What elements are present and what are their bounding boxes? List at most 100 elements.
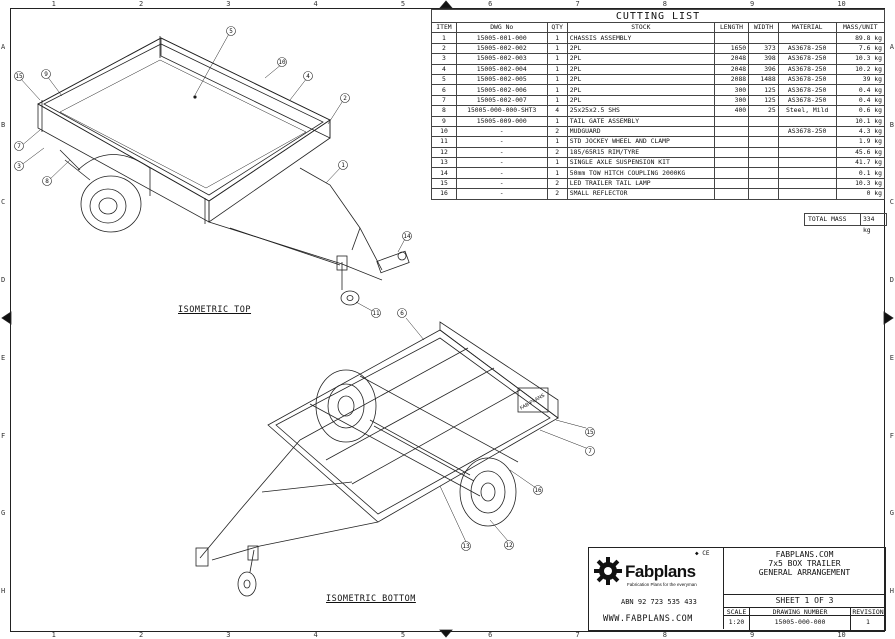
table-cell: 2PL — [566, 42, 715, 55]
zone-row-label: C — [889, 198, 894, 207]
table-cell — [777, 146, 837, 159]
table-cell: 1 — [431, 32, 457, 44]
table-cell: Steel, Mild — [777, 105, 837, 117]
table-cell — [713, 167, 750, 179]
zone-row-label: A — [889, 42, 894, 51]
balloon-number: 9 — [44, 71, 48, 78]
zone-row-label: B — [1, 120, 6, 129]
table-cell — [713, 146, 750, 159]
table-cell: 15005-002-007 — [455, 94, 548, 107]
left-center-arrow — [1, 311, 12, 325]
balloon-number: 13 — [462, 543, 470, 550]
balloon-number: 12 — [505, 542, 513, 549]
balloons — [14, 26, 595, 551]
table-cell — [713, 136, 750, 148]
drawing-meta: SCALE 1:20 DRAWING NUMBER 15005-000-000 … — [724, 607, 885, 630]
table-cell: 6 — [431, 84, 457, 96]
revision-label: REVISION — [852, 608, 884, 616]
drawing-number-value: 15005-000-000 — [774, 618, 826, 626]
gear-icon — [594, 557, 622, 585]
zone-row-label: G — [1, 509, 6, 518]
balloon-number: 7 — [588, 448, 592, 455]
table-cell — [748, 136, 779, 148]
table-cell: 1 — [546, 115, 568, 127]
table-cell: - — [455, 125, 548, 138]
table-cell: 1 — [546, 42, 568, 55]
table-cell — [713, 32, 750, 44]
sheet-number: SHEET 1 OF 3 — [724, 594, 885, 607]
table-cell — [713, 177, 750, 190]
table-cell: 300 — [713, 94, 750, 107]
zone-row-label: G — [889, 509, 894, 518]
zone-row-label: C — [1, 198, 6, 207]
table-cell — [777, 167, 837, 179]
balloon-number: 11 — [372, 310, 380, 317]
table-cell: - — [455, 188, 548, 200]
table-cell: 25 — [748, 105, 779, 117]
table-cell: AS3678-250 — [777, 53, 837, 65]
table-cell: 1 — [546, 167, 568, 179]
table-cell: SINGLE AXLE SUSPENSION KIT — [566, 157, 715, 169]
balloon-number: 14 — [403, 233, 411, 240]
table-cell: MUDGUARD — [566, 125, 715, 138]
zone-row-label: E — [1, 353, 6, 362]
table-cell: 12 — [431, 146, 457, 159]
title-line-2: GENERAL ARRANGEMENT — [758, 568, 851, 577]
zone-column-label: 9 — [750, 0, 755, 8]
table-cell: AS3678-250 — [777, 84, 837, 96]
table-cell: 398 — [748, 53, 779, 65]
isometric-top-label: ISOMETRIC TOP — [178, 305, 252, 315]
table-cell: 1 — [546, 136, 568, 148]
table-cell: 0 kg — [835, 188, 886, 200]
column-header: WIDTH — [748, 21, 779, 34]
column-header: DWG No — [455, 21, 548, 34]
table-cell: - — [455, 146, 548, 159]
table-cell: 16 — [431, 188, 457, 200]
table-cell — [748, 157, 779, 169]
table-cell — [748, 125, 779, 138]
table-cell: 10.2 kg — [835, 63, 886, 75]
table-cell: 125 — [748, 94, 779, 107]
table-cell: 125 — [748, 84, 779, 96]
total-mass-value: 334 kg — [859, 214, 886, 234]
certification-marks: ◆ CE — [695, 550, 710, 557]
table-cell: LED TRAILER TAIL LAMP — [566, 177, 715, 190]
table-cell — [777, 177, 837, 190]
table-cell: AS3678-250 — [777, 125, 837, 138]
zone-row-label: F — [889, 431, 894, 440]
table-cell: 0.1 kg — [835, 167, 886, 179]
company-name: FABPLANS.COM — [775, 550, 834, 559]
table-cell: 89.8 kg — [835, 32, 886, 44]
table-cell: 4.3 kg — [835, 125, 886, 138]
table-cell: 396 — [748, 63, 779, 75]
table-cell: 15005-002-004 — [455, 63, 548, 75]
title-block-info: FABPLANS.COM 7x5 BOX TRAILER GENERAL ARR… — [724, 548, 885, 630]
scale-label: SCALE — [726, 608, 747, 616]
table-cell — [748, 188, 779, 200]
table-cell: 373 — [748, 42, 779, 55]
total-mass: TOTAL MASS 334 kg — [804, 213, 887, 234]
zone-column-label: 8 — [662, 631, 667, 639]
table-cell: 13 — [431, 157, 457, 169]
drawing-title: FABPLANS.COM 7x5 BOX TRAILER GENERAL ARR… — [724, 548, 885, 577]
column-header: STOCK — [566, 21, 715, 34]
isometric-top-view — [19, 31, 410, 314]
website-text: WWW.FABPLANS.COM — [603, 614, 693, 624]
table-cell: 4 — [546, 105, 568, 117]
table-cell: 1 — [546, 94, 568, 107]
table-cell: AS3678-250 — [777, 63, 837, 75]
zone-column-label: 4 — [313, 631, 318, 639]
table-cell: 1 — [546, 53, 568, 65]
table-cell: 10.3 kg — [835, 53, 886, 65]
table-cell: 1.9 kg — [835, 136, 886, 148]
table-cell: 300 — [713, 84, 750, 96]
balloon-number: 4 — [306, 73, 310, 80]
zone-column-label: 6 — [488, 0, 493, 8]
balloon-number: 3 — [17, 163, 21, 170]
table-cell — [713, 188, 750, 200]
table-cell: 1488 — [748, 73, 779, 86]
